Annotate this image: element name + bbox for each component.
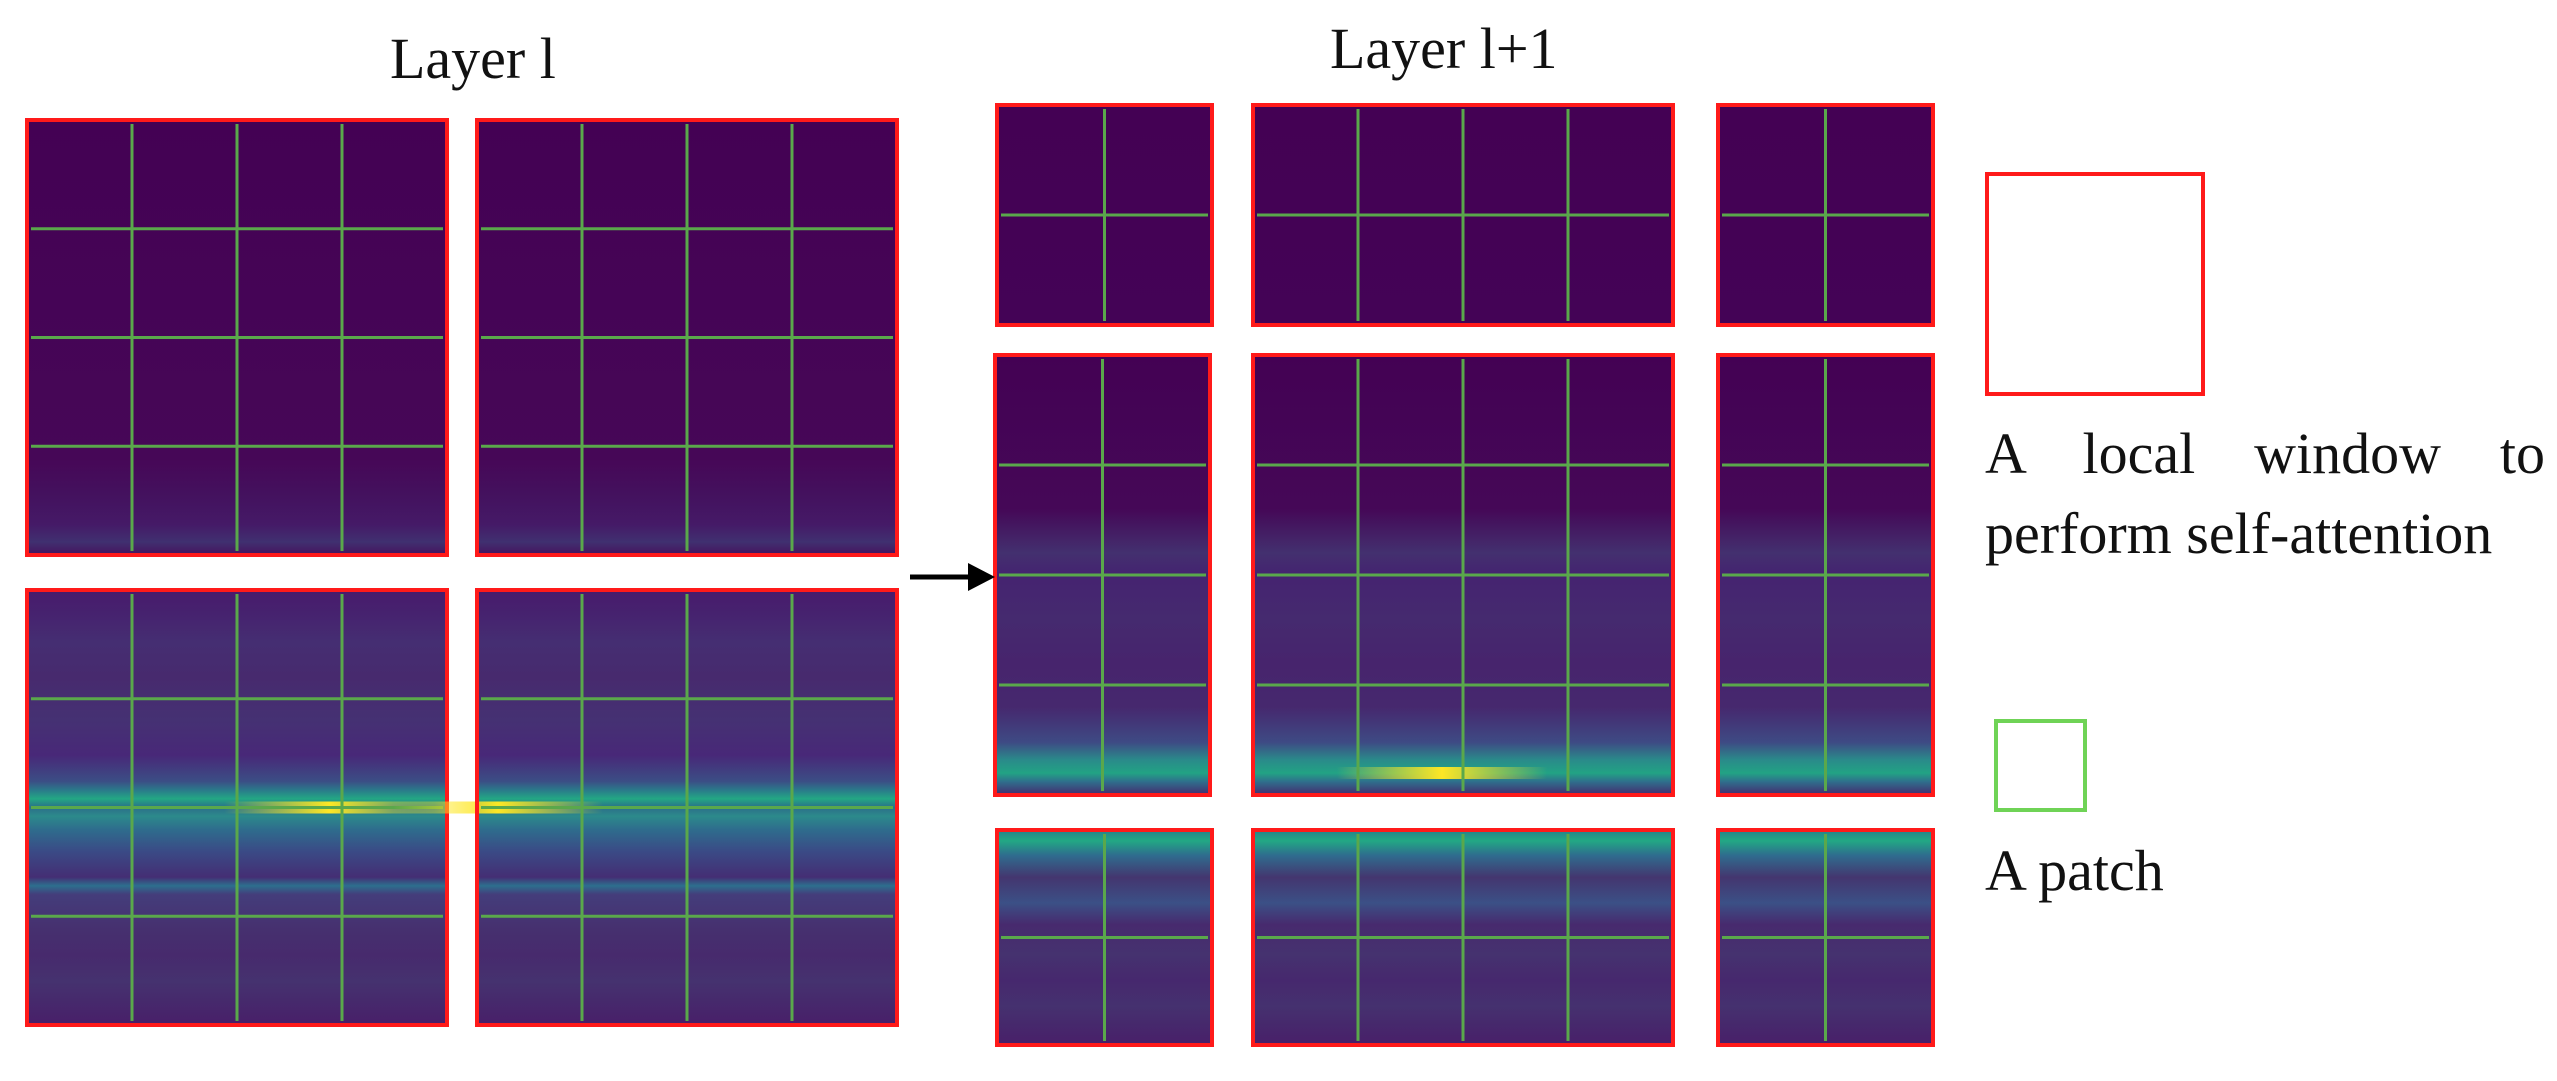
layer-l1-windows (993, 103, 1935, 1047)
layer-l-windows (25, 118, 899, 1027)
layer-l1-window-middle-left (993, 353, 1212, 797)
legend-patch-label: A patch (1985, 838, 2164, 903)
window-border (1716, 103, 1935, 327)
window-border (993, 353, 1212, 797)
window-border (1716, 828, 1935, 1047)
layer-l-window-bottom-right (393, 588, 899, 1027)
layer-l1-window-bottom-right (1716, 828, 1935, 1047)
window-border (1251, 103, 1675, 327)
arrow (910, 563, 995, 591)
window-border (995, 103, 1214, 327)
layer-l1-window-top-right (1716, 103, 1935, 327)
layer-l1-window-middle-center (1251, 353, 1675, 797)
layer-l1-window-bottom-center (1251, 828, 1675, 1047)
window-border (475, 118, 899, 557)
layer-l1-window-top-left (995, 103, 1214, 327)
layer-l1-window-bottom-left (995, 828, 1214, 1047)
layer-l1-window-top-center (1251, 103, 1675, 327)
layer-l-window-top-left (25, 118, 449, 557)
layer-l1-window-middle-right (1716, 353, 1935, 797)
window-border (1251, 828, 1675, 1047)
window-border (475, 588, 899, 1027)
legend-window-label: A local window to perform self-attention (1985, 421, 2545, 566)
layer-l-window-bottom-left (25, 588, 449, 1027)
layer-l-title: Layer l (390, 26, 556, 91)
layer-l-window-top-right (475, 118, 899, 557)
window-border (1251, 353, 1675, 797)
layer-l1-title: Layer l+1 (1330, 16, 1558, 81)
window-border (995, 828, 1214, 1047)
legend-window-box (1985, 172, 2205, 396)
window-border (25, 118, 449, 557)
window-border (1716, 353, 1935, 797)
high-energy-streak (1337, 767, 1547, 779)
legend-patch-box (1994, 719, 2087, 812)
